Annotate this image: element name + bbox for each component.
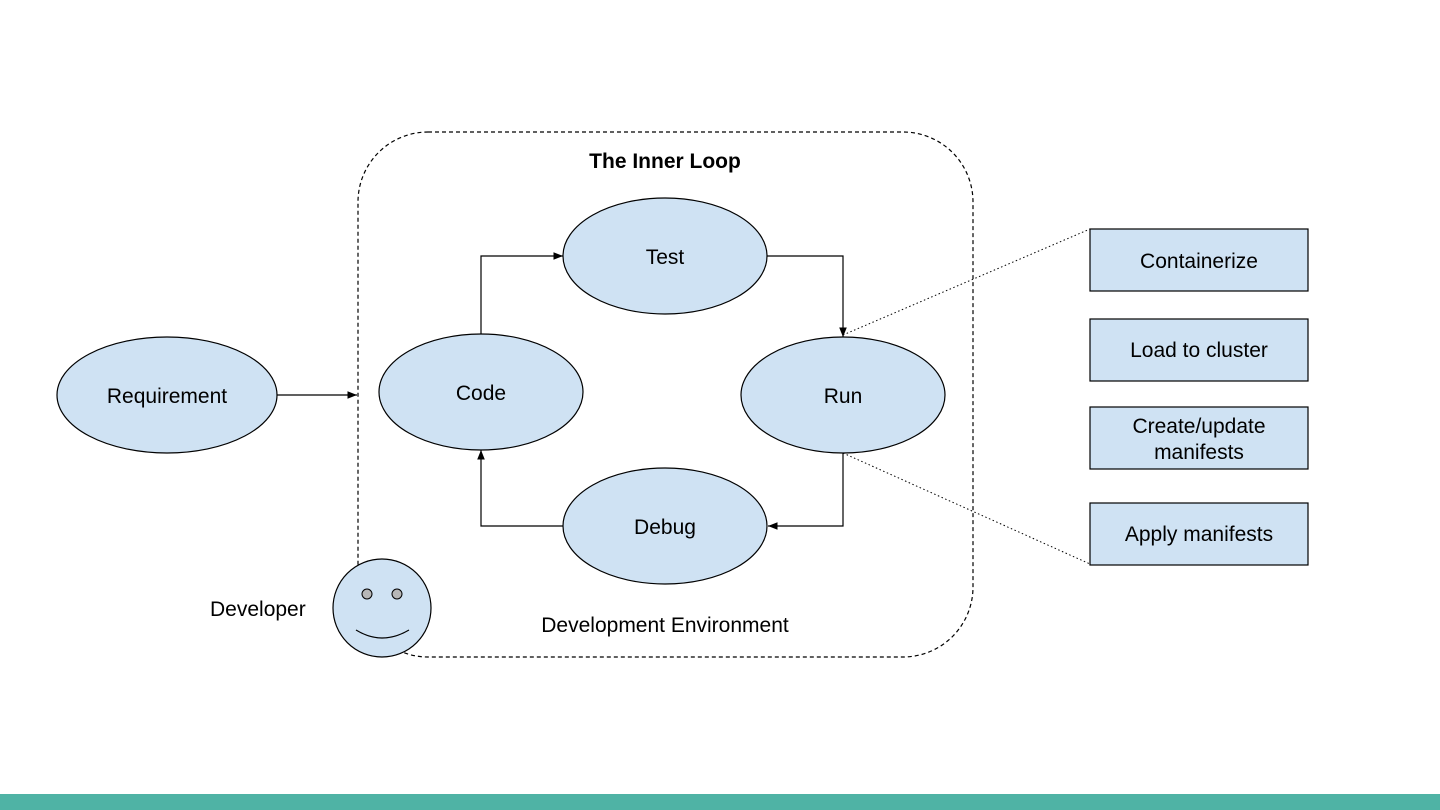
node-code: Code — [378, 333, 584, 451]
step-load-to-cluster: Load to cluster — [1089, 318, 1309, 382]
load-to-cluster-label: Load to cluster — [1130, 339, 1268, 362]
step-create-update-manifests: Create/update manifests — [1089, 406, 1309, 470]
code-ellipse — [378, 333, 584, 451]
node-test: Test — [562, 197, 768, 315]
step-apply-manifests: Apply manifests — [1089, 502, 1309, 566]
test-label: Test — [646, 246, 685, 269]
code-label: Code — [456, 382, 506, 405]
smiley-face-icon — [332, 558, 432, 658]
test-ellipse — [562, 197, 768, 315]
create-update-label-line1: Create/update — [1132, 415, 1265, 438]
smile-mouth — [355, 629, 410, 639]
arrow-test-to-run — [767, 255, 847, 337]
run-ellipse — [740, 336, 946, 454]
create-update-manifests-box — [1089, 406, 1309, 470]
node-run: Run — [740, 336, 946, 454]
node-requirement: Requirement — [56, 336, 278, 454]
face-circle — [332, 558, 432, 658]
debug-ellipse — [562, 467, 768, 585]
containerize-label: Containerize — [1140, 250, 1258, 273]
containerize-box — [1089, 228, 1309, 292]
callout-line-bottom — [842, 452, 1091, 565]
callout-line-top — [842, 228, 1091, 336]
developer-label: Developer — [210, 598, 306, 621]
apply-manifests-box — [1089, 502, 1309, 566]
development-environment-caption: Development Environment — [541, 614, 789, 637]
create-update-label-line2: manifests — [1154, 441, 1244, 464]
apply-manifests-label: Apply manifests — [1125, 523, 1273, 546]
arrow-code-to-test — [480, 252, 563, 335]
requirement-label: Requirement — [107, 385, 227, 408]
development-environment-container — [357, 131, 974, 658]
node-debug: Debug — [562, 467, 768, 585]
requirement-ellipse — [56, 336, 278, 454]
inner-loop-title: The Inner Loop — [589, 150, 741, 173]
debug-label: Debug — [634, 516, 696, 539]
arrow-debug-to-code — [477, 450, 563, 527]
run-label: Run — [824, 385, 863, 408]
step-containerize: Containerize — [1089, 228, 1309, 292]
load-to-cluster-box — [1089, 318, 1309, 382]
left-eye — [361, 588, 373, 600]
right-eye — [391, 588, 403, 600]
arrow-run-to-debug — [768, 453, 844, 530]
footer-accent-bar — [0, 794, 1440, 810]
